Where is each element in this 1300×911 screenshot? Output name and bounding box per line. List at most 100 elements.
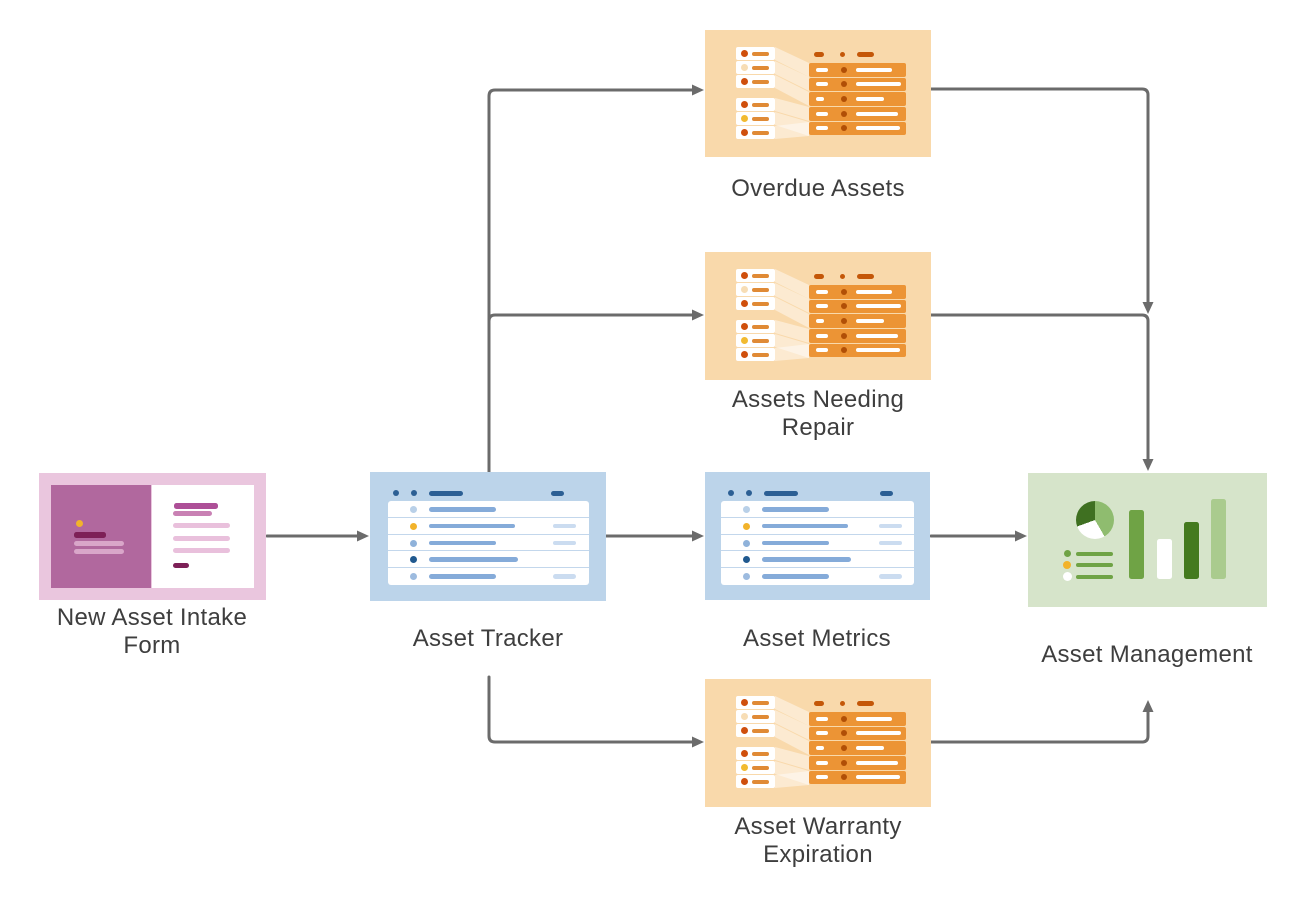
toolbar-dot (728, 490, 734, 496)
cell-bar (856, 289, 892, 294)
table-row (721, 518, 914, 535)
table-row (721, 535, 914, 552)
table-header-bar (857, 701, 874, 706)
row-dot (741, 750, 748, 757)
cell-dot (841, 774, 847, 781)
row-bar (752, 79, 769, 84)
cell-dot (841, 759, 847, 766)
row-bar (429, 574, 496, 579)
table-row (388, 551, 589, 569)
source-row (736, 761, 775, 774)
node-label: Asset Tracker (412, 625, 564, 652)
toolbar-dot (393, 490, 399, 496)
form-right-panel (152, 485, 254, 588)
pie-chart (1076, 501, 1114, 539)
merge-beams (775, 47, 809, 139)
source-row (736, 75, 775, 88)
row-bar (752, 130, 769, 135)
merge-beams (775, 269, 809, 361)
form-field-bar (173, 523, 230, 528)
cell-bar (856, 731, 901, 736)
row-dot (741, 101, 748, 108)
table-row (388, 568, 589, 585)
row-bar (752, 116, 769, 121)
row-dot (741, 727, 748, 734)
edge-tracker-to-warranty (487, 675, 704, 748)
form-field-bar (173, 511, 212, 516)
cell-bar (816, 760, 828, 765)
row-end-bar (879, 523, 902, 529)
table-row (388, 535, 589, 552)
row-bar (429, 557, 518, 562)
row-dot (410, 573, 417, 581)
row-bar (762, 523, 848, 529)
row-bar (752, 700, 769, 705)
row-dot (743, 573, 750, 581)
merged-row (809, 314, 906, 328)
node-label: Asset Warranty Expiration (734, 813, 902, 868)
form-submit-bar (173, 563, 189, 568)
cell-bar (856, 304, 901, 309)
merged-row (809, 756, 906, 770)
row-dot (410, 522, 417, 530)
legend-dot (1063, 561, 1071, 569)
table-row (721, 568, 914, 585)
merged-row (809, 107, 906, 121)
cell-dot (841, 332, 847, 339)
source-row (736, 269, 775, 282)
bar-chart-bar (1157, 539, 1172, 579)
cell-bar (856, 760, 898, 765)
row-dot (741, 337, 748, 344)
cell-bar (816, 348, 828, 353)
cell-bar (856, 82, 901, 87)
form-card-illustration (39, 473, 266, 600)
source-row (736, 710, 775, 723)
toolbar-action-bar (551, 491, 564, 496)
toolbar-title-bar (764, 491, 798, 496)
row-dot (741, 713, 748, 720)
cell-bar (856, 746, 884, 751)
row-dot (743, 539, 750, 547)
row-bar (762, 507, 829, 512)
row-dot (741, 778, 748, 785)
cell-bar (856, 775, 900, 780)
record-table (388, 501, 589, 585)
merged-row (809, 712, 906, 726)
merged-row (809, 121, 906, 136)
row-end-bar (553, 540, 576, 546)
source-row (736, 283, 775, 296)
row-bar (752, 102, 769, 107)
node-label: Overdue Assets (731, 175, 905, 202)
cell-dot (841, 730, 847, 737)
merged-row (809, 726, 906, 741)
row-dot (741, 115, 748, 122)
cell-bar (816, 333, 828, 338)
cell-bar (816, 716, 828, 721)
form-text-bar (74, 541, 124, 546)
row-dot (741, 323, 748, 330)
table-header-bar (814, 274, 824, 279)
row-bar (752, 301, 769, 306)
merge-beams (775, 696, 809, 788)
toolbar-action-bar (880, 491, 893, 496)
cell-bar (816, 731, 828, 736)
node-label: Assets Needing Repair (731, 386, 905, 441)
cell-bar (856, 716, 892, 721)
source-row (736, 724, 775, 737)
source-row (736, 61, 775, 74)
row-bar (752, 352, 769, 357)
edge-overdue-to-management (929, 87, 1154, 314)
table-header-bar (857, 52, 874, 57)
table-row (388, 518, 589, 535)
legend-dot (1063, 572, 1072, 581)
cell-bar (856, 126, 900, 131)
row-end-bar (553, 523, 576, 529)
cell-dot (841, 125, 847, 132)
cell-bar (816, 289, 828, 294)
row-dot (741, 351, 748, 358)
toolbar-dot (411, 490, 417, 496)
record-table (721, 501, 914, 585)
merged-row (809, 63, 906, 77)
source-row (736, 775, 775, 788)
toolbar-title-bar (429, 491, 463, 496)
